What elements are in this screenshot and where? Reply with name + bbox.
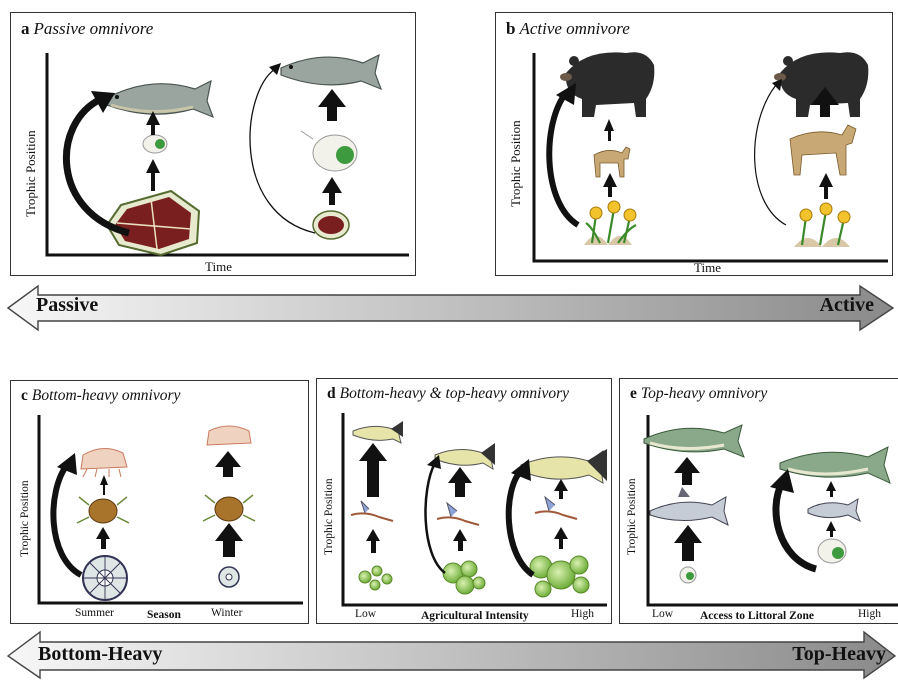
fawn-small-icon — [594, 147, 630, 177]
diatom-large-icon — [107, 191, 199, 255]
panel-a: aPassive omnivore — [10, 12, 416, 276]
panel-c-tick-left: Summer — [75, 607, 114, 619]
banner-bottom-top-heavy: Bottom-Heavy Top-Heavy — [0, 630, 898, 680]
panel-e: eTop-heavy omnivory — [619, 378, 898, 624]
trout-left-icon — [644, 425, 744, 457]
curved-arrow-thin-icon — [755, 79, 786, 225]
double-arrow-icon — [0, 284, 898, 332]
algae-medium-icon — [443, 561, 485, 594]
zooplankton-e-right-icon — [818, 539, 846, 563]
curved-arrow-thin-icon — [250, 63, 315, 233]
whitefish-left-icon — [650, 487, 728, 525]
diatom-small-icon — [313, 211, 349, 239]
plant-right-icon — [794, 203, 850, 247]
fish-right-icon — [281, 55, 381, 89]
curved-arrow-thick-icon — [509, 459, 533, 575]
banner-right-label: Active — [820, 294, 874, 317]
curved-arrow-thin-icon — [426, 455, 445, 573]
panel-c-graphic — [11, 381, 309, 624]
whitefish-right-icon — [808, 499, 860, 521]
banner-bottom-right-label: Top-Heavy — [792, 643, 886, 666]
panel-d: dBottom-heavy & top-heavy omnivory — [316, 378, 612, 624]
banner-left-label: Passive — [36, 294, 98, 317]
algae-few-icon — [359, 566, 392, 590]
curved-arrow-thick-icon — [53, 453, 81, 575]
banner-passive-active: Passive Active — [0, 284, 898, 332]
panel-e-tick-right: High — [858, 608, 881, 620]
panel-c: cBottom-heavy omnivory — [10, 380, 309, 624]
amphipod-right-icon — [207, 426, 251, 445]
panel-e-xlabel: Access to Littoral Zone — [700, 610, 814, 622]
panel-b: bActive omnivore — [495, 12, 893, 276]
mayfly-left-icon — [351, 501, 393, 521]
panel-b-graphic — [496, 13, 893, 276]
mite-left-icon — [77, 497, 129, 523]
panel-e-ylabel: Trophic Position — [626, 478, 638, 555]
diatom-disc-large-icon — [83, 556, 127, 600]
amphipod-left-icon — [81, 448, 127, 477]
panel-c-ylabel: Trophic Position — [19, 480, 31, 557]
curved-arrow-thick-icon — [770, 469, 816, 569]
diatom-disc-small-icon — [219, 567, 239, 587]
minnow-medium-icon — [435, 443, 495, 469]
banner-bottom-left-label: Bottom-Heavy — [38, 643, 162, 666]
mayfly-right-icon — [535, 497, 577, 519]
minnow-large-icon — [521, 449, 607, 483]
curved-arrow-thick-icon — [549, 83, 578, 225]
panel-c-xlabel: Season — [147, 609, 181, 621]
panel-a-ylabel: Trophic Position — [23, 130, 39, 217]
zooplankton-large-icon — [301, 131, 357, 171]
zooplankton-e-left-icon — [680, 567, 696, 583]
panel-d-tick-right: High — [571, 608, 594, 620]
fish-left-icon — [107, 81, 213, 117]
algae-many-icon — [530, 556, 589, 597]
panel-a-graphic — [11, 13, 416, 276]
panel-e-tick-left: Low — [652, 608, 673, 620]
arrow-up-icon — [359, 443, 387, 553]
fawn-large-icon — [790, 125, 856, 175]
mite-right-icon — [203, 495, 255, 521]
panel-e-graphic — [620, 379, 898, 624]
panel-b-ylabel: Trophic Position — [508, 120, 524, 207]
plant-left-icon — [584, 201, 636, 245]
panel-c-tick-right: Winter — [211, 607, 242, 619]
panel-d-graphic — [317, 379, 612, 624]
panel-d-ylabel: Trophic Position — [323, 478, 335, 555]
panel-d-xlabel: Agricultural Intensity — [421, 610, 529, 622]
panel-b-xlabel: Time — [694, 260, 721, 276]
mayfly-middle-icon — [437, 503, 479, 525]
zooplankton-small-icon — [143, 135, 167, 153]
panel-d-tick-left: Low — [355, 608, 376, 620]
minnow-small-icon — [353, 421, 403, 443]
trout-right-icon — [780, 447, 890, 483]
panel-a-xlabel: Time — [205, 259, 232, 275]
